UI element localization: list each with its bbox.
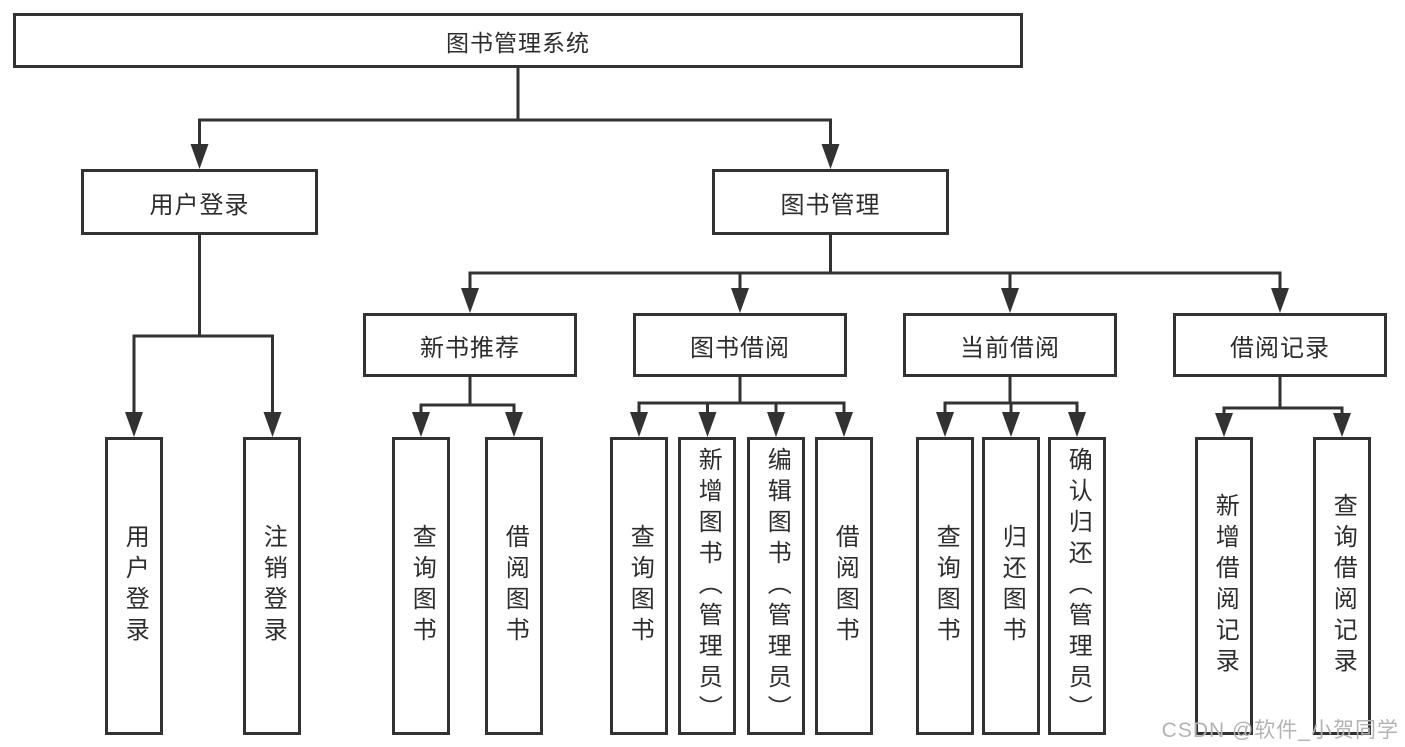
leaf-borrow-borrow-books-label: 借阅图书 <box>831 524 859 648</box>
arrowhead-icon <box>630 412 648 437</box>
leaf-borrow-edit-books-admin-label: 编辑图书（管理员） <box>763 446 791 726</box>
leaf-borrow-add-books-admin-label: 新增图书（管理员） <box>694 446 722 726</box>
leaf-user-login: 用户登录 <box>105 437 163 735</box>
leaf-logout: 注销登录 <box>243 437 301 735</box>
connector-current-borrow-subtree <box>936 375 1086 437</box>
leaf-current-confirm-return-admin-label: 确认归还（管理员） <box>1064 446 1092 726</box>
leaf-current-confirm-return-admin: 确认归还（管理员） <box>1048 437 1106 735</box>
arrowhead-icon <box>263 412 282 437</box>
node-new-book-recommend-label: 新书推荐 <box>420 334 520 362</box>
leaf-records-query-record: 查询借阅记录 <box>1313 437 1371 735</box>
node-root-label: 图书管理系统 <box>446 29 590 56</box>
connector-user-login-subtree <box>125 233 282 437</box>
leaf-newrec-query-books-label: 查询图书 <box>408 524 436 648</box>
leaf-newrec-query-books: 查询图书 <box>392 437 450 735</box>
node-user-login: 用户登录 <box>81 169 318 235</box>
node-book-management-label: 图书管理 <box>780 191 881 219</box>
leaf-borrow-query-books-label: 查询图书 <box>626 524 654 648</box>
leaf-borrow-add-books-admin: 新增图书（管理员） <box>678 437 736 735</box>
leaf-logout-label: 注销登录 <box>259 524 287 648</box>
connector-new-book-recommend-subtree <box>412 375 523 437</box>
arrowhead-icon <box>461 288 479 313</box>
watermark: CSDN @软件_小贺同学 <box>1161 719 1399 742</box>
arrowhead-icon <box>731 288 749 313</box>
arrowhead-icon <box>505 412 523 437</box>
node-new-book-recommend: 新书推荐 <box>363 313 577 377</box>
connector-borrow-records-subtree <box>1215 375 1351 437</box>
leaf-records-add-record-label: 新增借阅记录 <box>1211 493 1239 679</box>
node-root: 图书管理系统 <box>13 13 1023 68</box>
connector-book-management-to-level3 <box>461 233 1289 313</box>
arrowhead-icon <box>1068 412 1086 437</box>
node-book-borrow: 图书借阅 <box>633 313 847 377</box>
node-book-management: 图书管理 <box>712 169 949 235</box>
arrowhead-icon <box>1215 413 1233 437</box>
arrowhead-icon <box>190 144 209 169</box>
arrowhead-icon <box>1271 288 1289 313</box>
connector-book-borrow-subtree <box>630 375 853 437</box>
arrowhead-icon <box>698 412 717 437</box>
arrowhead-icon <box>1002 412 1020 437</box>
leaf-user-login-label: 用户登录 <box>121 524 149 648</box>
leaf-current-return-books-label: 归还图书 <box>998 524 1026 648</box>
leaf-current-return-books: 归还图书 <box>982 437 1040 735</box>
node-borrow-records-label: 借阅记录 <box>1230 334 1330 362</box>
connector-root-to-level2 <box>190 66 840 169</box>
node-book-borrow-label: 图书借阅 <box>690 334 790 362</box>
node-user-login-label: 用户登录 <box>149 191 250 219</box>
leaf-current-query-books: 查询图书 <box>916 437 974 735</box>
leaf-newrec-borrow-books-label: 借阅图书 <box>501 524 529 648</box>
arrowhead-icon <box>821 144 840 169</box>
arrowhead-icon <box>835 412 853 437</box>
node-current-borrow: 当前借阅 <box>903 313 1117 377</box>
leaf-current-query-books-label: 查询图书 <box>932 524 960 648</box>
leaf-borrow-borrow-books: 借阅图书 <box>815 437 873 735</box>
leaf-borrow-query-books: 查询图书 <box>610 437 668 735</box>
arrowhead-icon <box>767 412 785 437</box>
node-current-borrow-label: 当前借阅 <box>960 334 1060 362</box>
arrowhead-icon <box>1001 288 1019 313</box>
node-borrow-records: 借阅记录 <box>1173 313 1387 377</box>
leaf-records-add-record: 新增借阅记录 <box>1195 437 1253 735</box>
arrowhead-icon <box>1333 413 1351 437</box>
arrowhead-icon <box>125 412 143 437</box>
arrowhead-icon <box>936 412 954 437</box>
leaf-newrec-borrow-books: 借阅图书 <box>485 437 543 735</box>
leaf-borrow-edit-books-admin: 编辑图书（管理员） <box>747 437 805 735</box>
arrowhead-icon <box>412 412 430 437</box>
leaf-records-query-record-label: 查询借阅记录 <box>1329 493 1357 679</box>
